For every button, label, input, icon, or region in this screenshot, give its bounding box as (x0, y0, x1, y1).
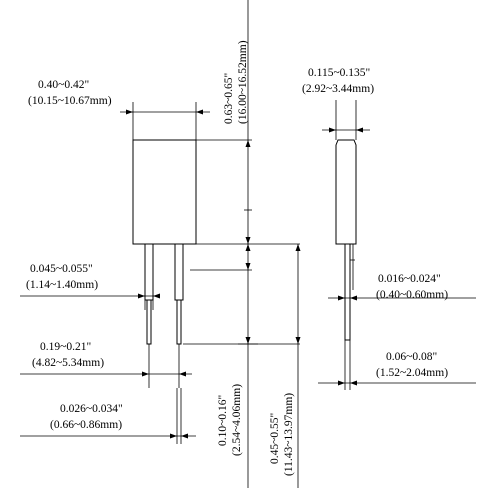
standoff-height-mm: (2.54~4.06mm) (231, 384, 243, 456)
component-body-front (132, 139, 197, 245)
right-lead-standoff (174, 243, 184, 301)
lead-offset-mm: (1.52~2.04mm) (376, 367, 448, 379)
body-thickness-inch: 0.115~0.135" (308, 67, 370, 79)
body-height-inch: 0.63~0.65" (223, 73, 235, 124)
standoff-height-inch: 0.10~0.16" (217, 395, 229, 446)
left-lead (146, 299, 152, 345)
lead-length-mm: (11.43~13.97mm) (283, 393, 295, 476)
lead-offset-inch: 0.06~0.08" (386, 351, 437, 363)
component-body-side (335, 139, 357, 245)
lead-pitch-inch: 0.19~0.21" (40, 341, 91, 353)
side-lead (344, 243, 351, 341)
lead-width-inch: 0.026~0.034" (60, 403, 123, 415)
lead-pitch-mm: (4.82~5.34mm) (32, 357, 104, 369)
labels: 0.40~0.42" (10.15~10.67mm) 0.63~0.65" (1… (26, 40, 448, 476)
lead-thickness-inch: 0.016~0.024" (378, 273, 441, 285)
lead-length-inch: 0.45~0.55" (269, 413, 281, 464)
body-width-inch: 0.40~0.42" (38, 79, 89, 91)
side-view (335, 139, 357, 341)
right-lead (176, 299, 182, 345)
body-width-mm: (10.15~10.67mm) (28, 95, 112, 107)
standoff-width-inch: 0.045~0.055" (30, 263, 93, 275)
left-lead-standoff (144, 243, 154, 301)
front-view (132, 139, 197, 345)
body-height-mm: (16.00~16.52mm) (237, 40, 249, 124)
lead-thickness-mm: (0.40~0.60mm) (376, 289, 448, 301)
dimension-lines (20, 0, 476, 488)
standoff-width-mm: (1.14~1.40mm) (26, 279, 98, 291)
body-thickness-mm: (2.92~3.44mm) (302, 83, 374, 95)
lead-width-mm: (0.66~0.86mm) (50, 419, 122, 431)
